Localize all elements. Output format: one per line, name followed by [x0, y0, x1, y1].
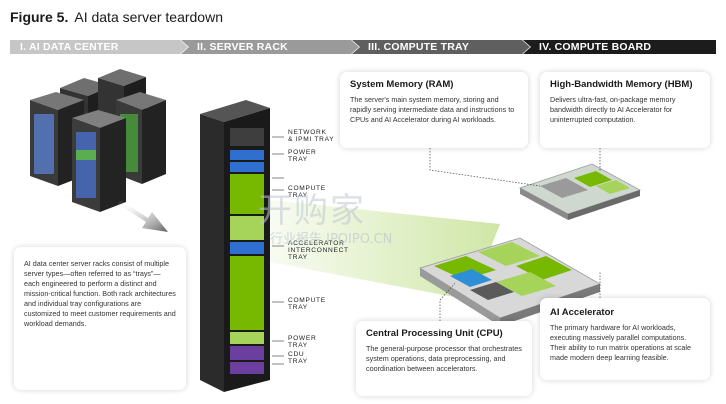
ai-title: AI Accelerator	[550, 307, 615, 318]
stage-compute-tray: III. COMPUTE TRAY	[352, 40, 530, 54]
rack-description-card: AI data center server racks consist of m…	[14, 247, 186, 390]
compute-board	[518, 163, 642, 220]
connector-lines	[429, 148, 601, 321]
stage-data-center: I. AI DATA CENTER	[10, 40, 188, 54]
hbm-card: High-Bandwidth Memory (HBM) Delivers ult…	[540, 72, 710, 148]
label-compute-tray-top: COMPUTE TRAY	[288, 185, 326, 199]
stage-bar: I. AI DATA CENTER II. SERVER RACK III. C…	[10, 40, 716, 54]
label-network-tray: NETWORK & IPMI TRAY	[288, 129, 335, 143]
stage-server-rack: II. SERVER RACK	[181, 40, 359, 54]
figure-caption: AI data server teardown	[74, 9, 223, 25]
label-compute-tray-bottom: COMPUTE TRAY	[288, 297, 326, 311]
rack-slots	[230, 128, 264, 374]
watermark-main: 开购家	[258, 191, 366, 231]
figure-title: Figure 5. AI data server teardown	[10, 9, 223, 25]
data-center-servers	[30, 69, 166, 212]
ram-body: The server's main system memory, storing…	[350, 94, 515, 124]
server-rack-tower	[200, 100, 270, 392]
watermark-sub: 行业报告 IPOIPO.CN	[270, 232, 393, 247]
ai-accelerator-card: AI Accelerator The primary hardware for …	[540, 298, 710, 380]
label-accelerator-tray: ACCELERATOR INTERCONNECT TRAY	[288, 240, 349, 261]
server-cabinet	[72, 110, 126, 212]
ram-title: System Memory (RAM)	[350, 79, 454, 90]
cpu-title: Central Processing Unit (CPU)	[366, 328, 503, 339]
ram-card: System Memory (RAM) The server's main sy…	[340, 72, 528, 148]
stage-compute-board: IV. COMPUTE BOARD	[523, 40, 716, 54]
hbm-body: Delivers ultra-fast, on-package memory b…	[550, 94, 676, 124]
label-cdu-tray: CDU TRAY	[288, 351, 308, 365]
hbm-title: High-Bandwidth Memory (HBM)	[550, 79, 693, 90]
label-power-tray-bottom: POWER TRAY	[288, 335, 317, 349]
cpu-card: Central Processing Unit (CPU) The genera…	[356, 321, 532, 396]
cpu-body: The general-purpose processor that orche…	[366, 343, 522, 373]
figure-label: Figure 5.	[10, 9, 69, 25]
label-power-tray-top: POWER TRAY	[288, 149, 317, 163]
rack-description: AI data center server racks consist of m…	[24, 259, 176, 328]
arrow-icon	[118, 200, 168, 232]
ai-body: The primary hardware for AI workloads, e…	[550, 322, 692, 362]
